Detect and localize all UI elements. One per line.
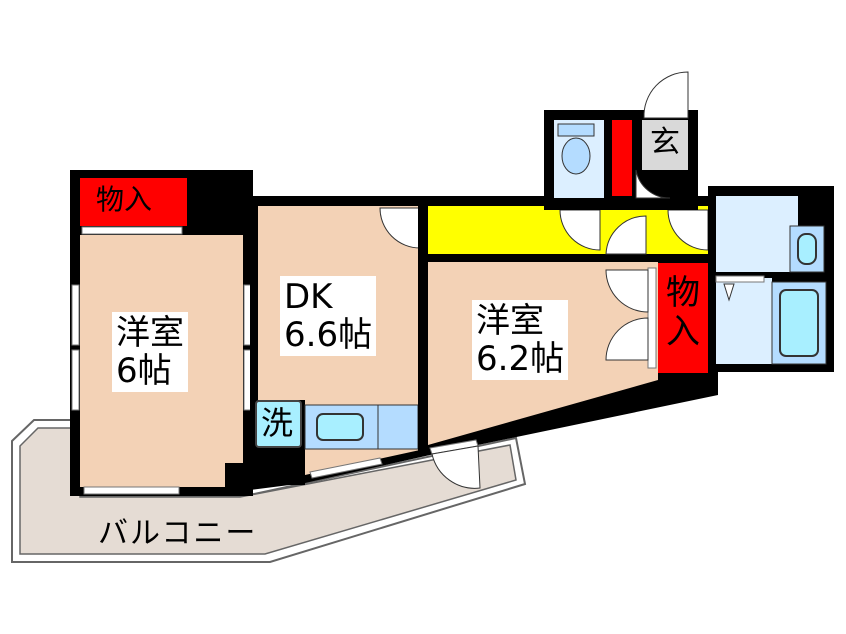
closet-right-char-1: 物 [666, 273, 700, 313]
balcony-area [11, 419, 527, 563]
dining-kitchen-name: DK [284, 277, 333, 317]
closet-right-char-2: 入 [666, 312, 700, 353]
bathroom-area [708, 186, 834, 372]
western-room-2-label: 洋室 6.2帖 [472, 300, 569, 381]
closet-top-left-label: 物入 [96, 183, 153, 216]
entrance-label: 玄 [650, 125, 680, 160]
western-room-2-name: 洋室 [476, 301, 544, 341]
dining-kitchen-size: 6.6帖 [284, 315, 373, 356]
washer-label: 洗 [261, 404, 294, 442]
western-room-1-size: 6帖 [116, 351, 172, 392]
toilet-entrance-area [544, 71, 698, 210]
western-room-1-label: 洋室 6帖 [112, 312, 188, 393]
closet-right-label: 物 入 [659, 273, 707, 353]
western-room-2-size: 6.2帖 [476, 339, 565, 380]
western-room-1-name: 洋室 [116, 313, 184, 353]
balcony-label: バルコニー [98, 516, 258, 551]
dining-kitchen-label: DK 6.6帖 [280, 276, 377, 357]
